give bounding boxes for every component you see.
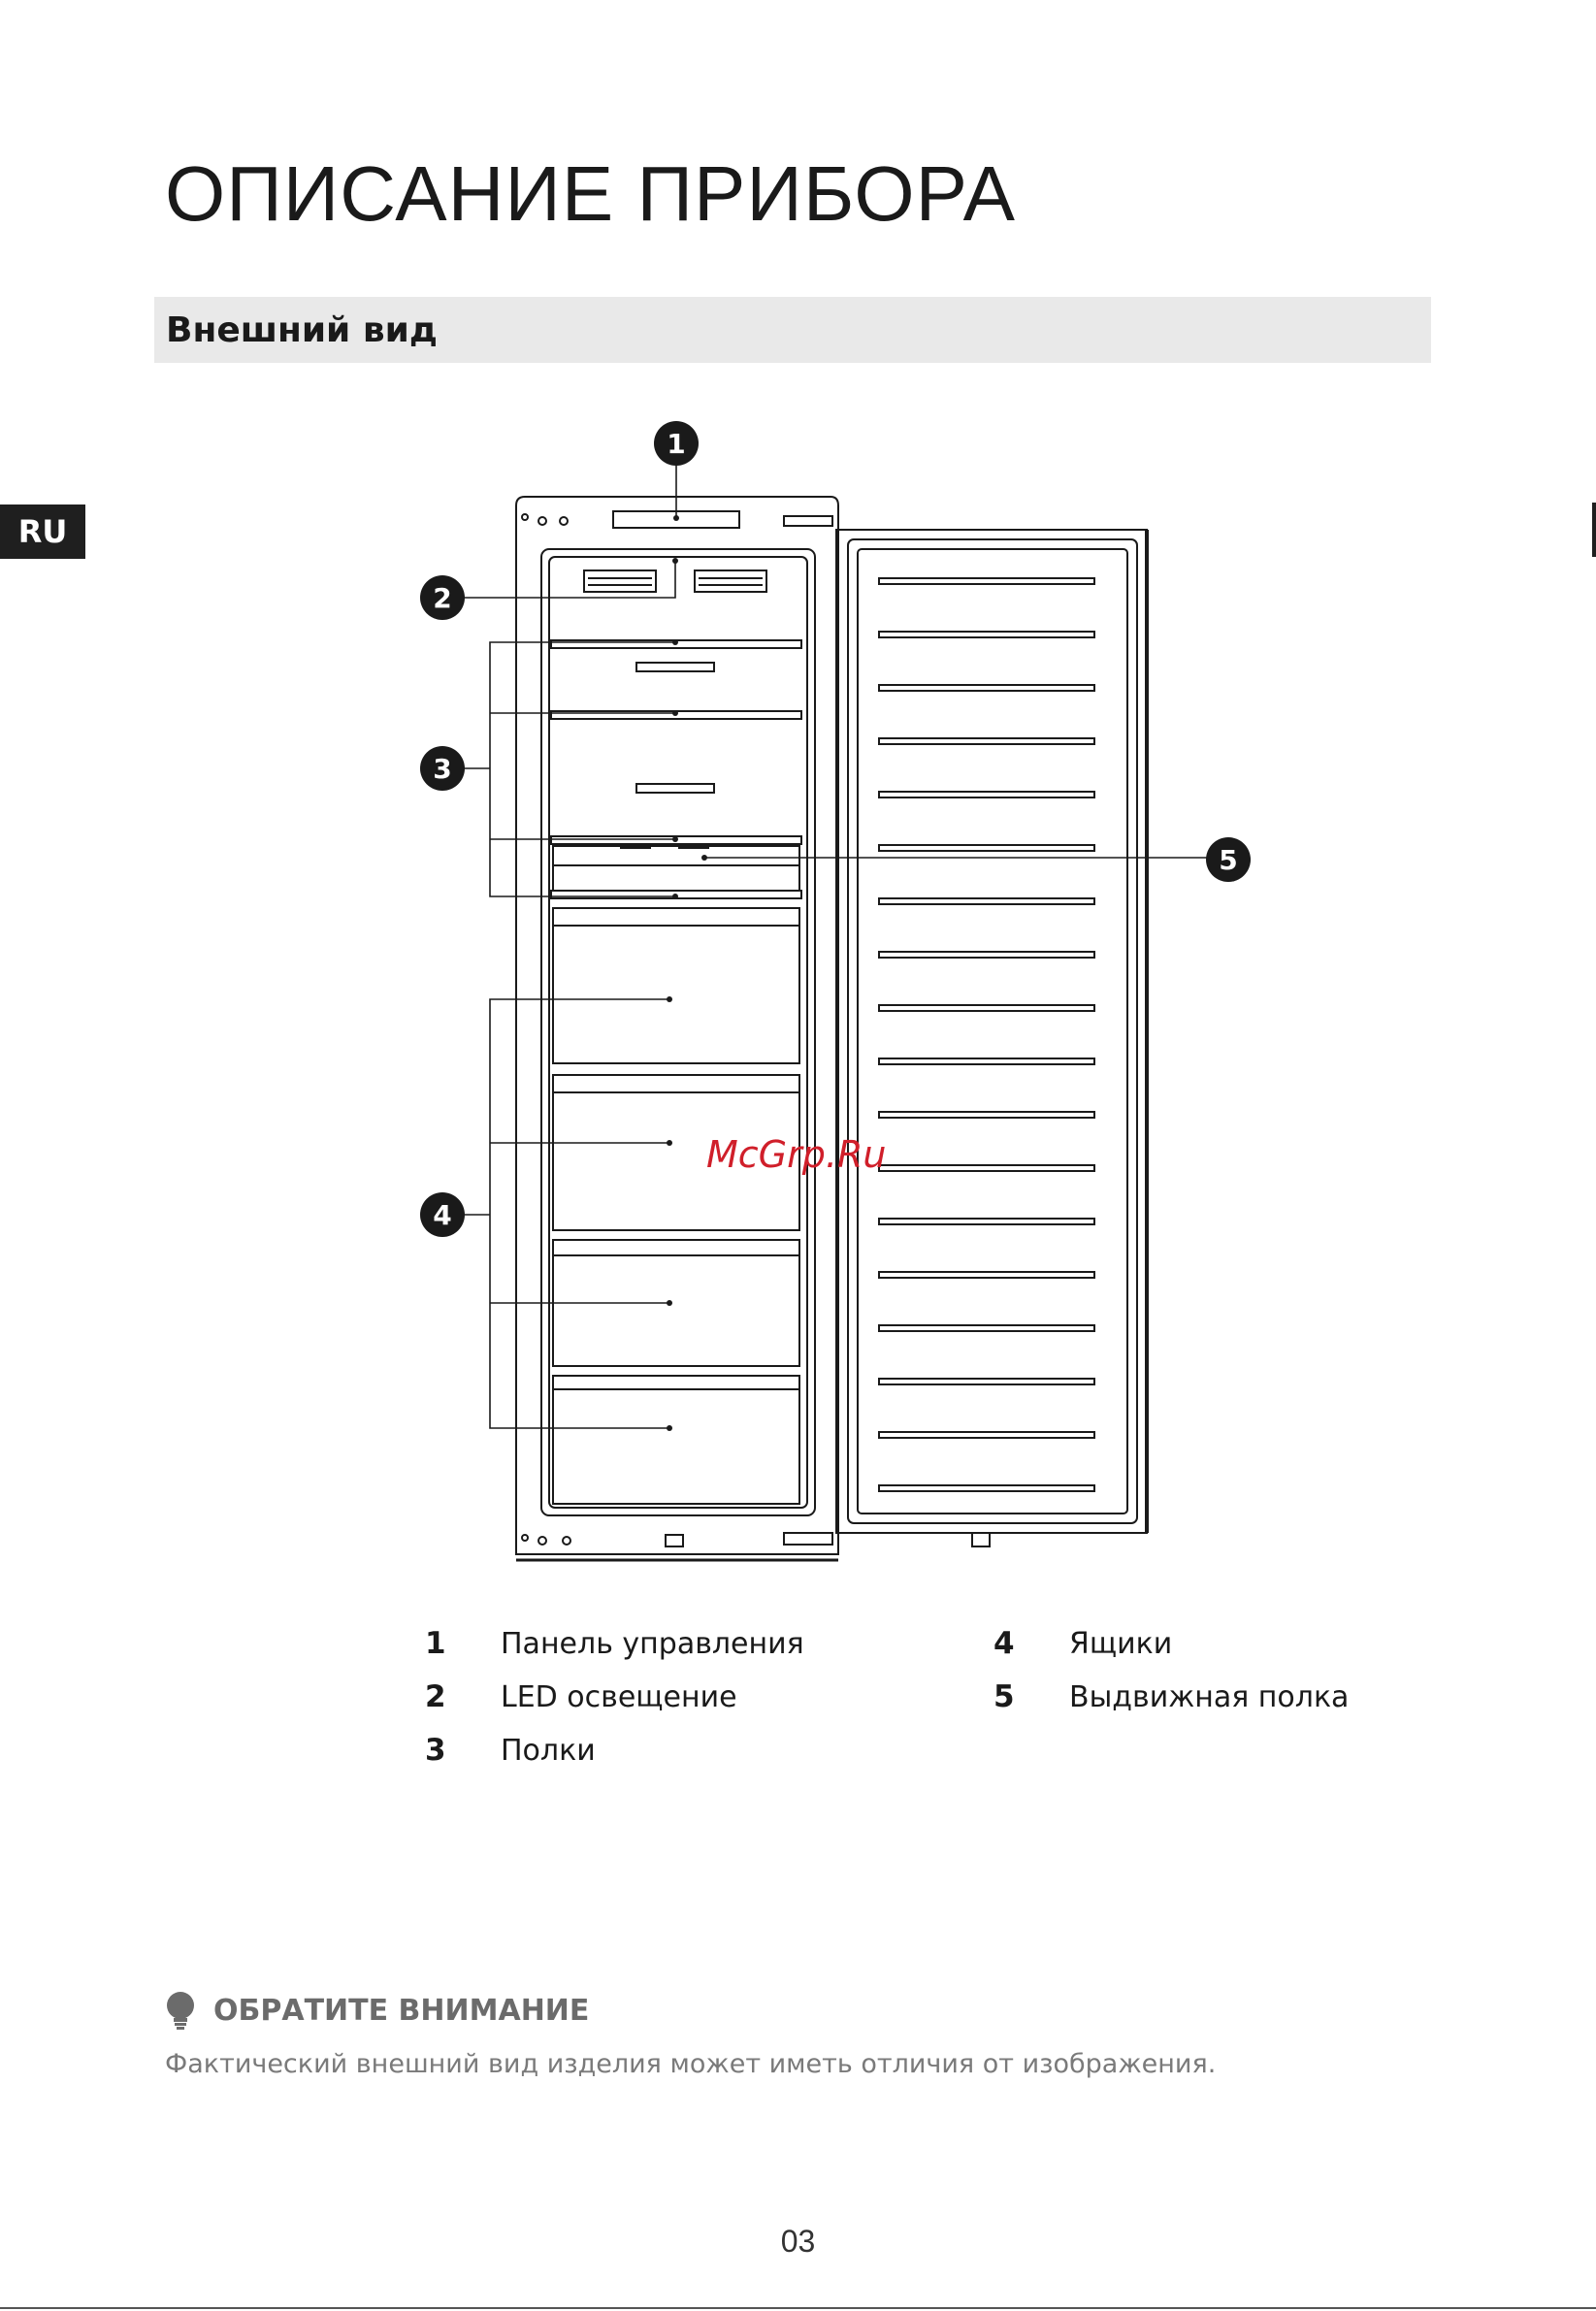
note-header: ОБРАТИТЕ ВНИМАНИЕ [163, 1991, 589, 2030]
legend-label: LED освещение [501, 1680, 737, 1714]
drawer [553, 1376, 799, 1504]
svg-text:2: 2 [433, 582, 451, 614]
led-vent-left [584, 570, 656, 592]
legend-label: Полки [501, 1734, 596, 1768]
svg-text:5: 5 [1219, 844, 1237, 876]
svg-text:4: 4 [433, 1199, 451, 1231]
page-number: 03 [0, 2224, 1596, 2260]
led-vent-right [695, 570, 766, 592]
callout-3: 3 [420, 746, 465, 791]
legend-label: Выдвижная полка [1069, 1680, 1349, 1714]
svg-text:1: 1 [667, 428, 685, 460]
door-rails [879, 578, 1094, 1491]
legend-label: Ящики [1069, 1627, 1172, 1661]
legend-number: 5 [993, 1679, 1015, 1714]
note-text: Фактический внешний вид изделия может им… [165, 2049, 1216, 2079]
drawer [553, 908, 799, 1063]
leader-dots [667, 515, 707, 1431]
callout-1: 1 [654, 421, 699, 466]
watermark: McGrp.Ru [706, 1133, 886, 1176]
svg-text:3: 3 [433, 753, 451, 785]
callout-2: 2 [420, 575, 465, 620]
footer-rule [0, 2307, 1596, 2309]
legend-number: 1 [425, 1626, 446, 1661]
legend-number: 2 [425, 1679, 446, 1714]
cabinet-outline [516, 497, 838, 1554]
freezer-diagram: 1 2 3 4 5 [0, 0, 1596, 1611]
note-heading: ОБРАТИТЕ ВНИМАНИЕ [213, 1994, 589, 2028]
callout-4: 4 [420, 1192, 465, 1237]
legend-label: Панель управления [501, 1627, 804, 1661]
lightbulb-icon [163, 1991, 198, 2030]
slide-out-shelf [553, 846, 799, 891]
legend-number: 4 [993, 1626, 1015, 1661]
callout-5: 5 [1206, 837, 1251, 882]
legend-number: 3 [425, 1733, 446, 1768]
